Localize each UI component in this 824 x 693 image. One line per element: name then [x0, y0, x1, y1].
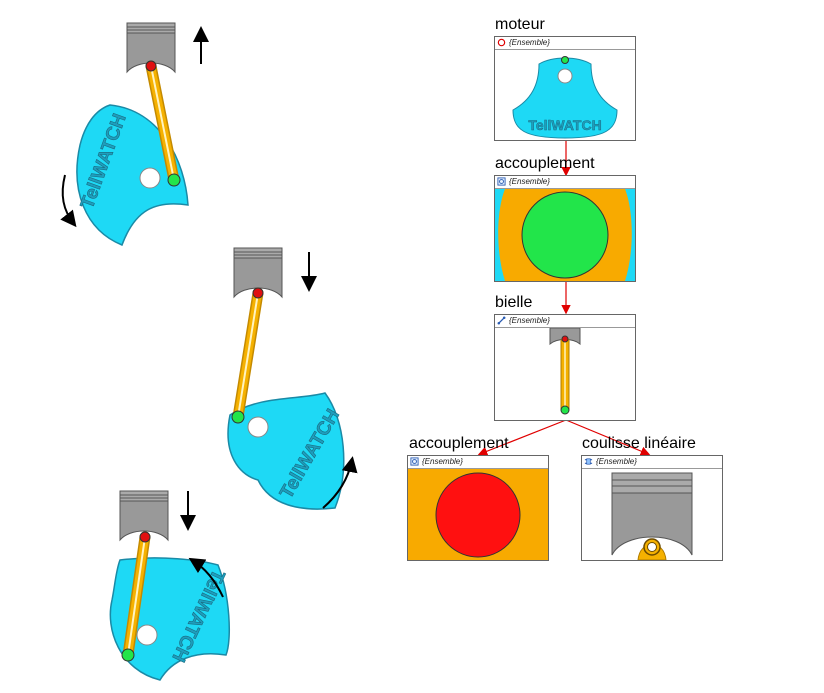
mechanism-3: TellWATCH [109, 490, 230, 681]
linear-slide-icon [584, 458, 593, 465]
node-panel-accouplement-1[interactable]: {Ensemble} [494, 175, 636, 282]
node-panel-accouplement-2[interactable]: {Ensemble} [407, 455, 549, 561]
panel-tag: {Ensemble} [509, 316, 550, 325]
panel-toolbar: {Ensemble} [495, 315, 635, 328]
panel-toolbar: {Ensemble} [495, 37, 635, 50]
rotation-arrow-2 [322, 456, 358, 509]
connecting-rod-3 [121, 531, 151, 662]
rotation-arrow-3 [188, 557, 224, 598]
accouplement-2-preview [435, 472, 521, 558]
piston-3 [119, 490, 169, 542]
node-title-bielle: bielle [495, 294, 533, 311]
shaft-hole-1 [139, 167, 161, 189]
connecting-rod-icon [497, 316, 506, 325]
moteur-preview: TellWATCH [512, 56, 618, 139]
panel-tag: {Ensemble} [422, 457, 463, 466]
bielle-preview [549, 327, 581, 415]
coulisse-preview [611, 472, 693, 560]
piston-2 [233, 247, 283, 299]
panel-toolbar: {Ensemble} [408, 456, 548, 469]
edge-bielle-accouplement [477, 419, 567, 456]
diagram-edges [477, 140, 651, 456]
rotation-arrow-1 [60, 174, 77, 228]
connecting-rod-1 [145, 60, 181, 187]
node-panel-moteur[interactable]: {Ensemble} TellWATCH [494, 36, 636, 141]
panel-tag: {Ensemble} [509, 38, 550, 47]
node-panel-bielle[interactable]: {Ensemble} [494, 314, 636, 421]
shaft-hole-2 [247, 416, 269, 438]
coupling-icon [497, 177, 506, 186]
node-title-moteur: moteur [495, 16, 545, 33]
rotation-icon [497, 38, 506, 47]
brand-text-preview: TellWATCH [528, 117, 601, 133]
mechanism-1: TellWATCH [60, 22, 209, 246]
edge-bielle-coulisse [565, 419, 651, 456]
connecting-rod-2 [231, 287, 264, 424]
coupling-icon [410, 457, 419, 466]
accouplement-1-preview [495, 189, 635, 281]
mechanism-2: TellWATCH [227, 247, 358, 510]
node-title-coulisse: coulisse linéaire [582, 435, 696, 452]
panel-toolbar: {Ensemble} [582, 456, 722, 469]
panel-tag: {Ensemble} [509, 177, 550, 186]
node-panel-coulisse[interactable]: {Ensemble} [581, 455, 723, 561]
piston-1 [126, 22, 176, 74]
panel-toolbar: {Ensemble} [495, 176, 635, 189]
node-title-accouplement-1: accouplement [495, 155, 595, 172]
panel-tag: {Ensemble} [596, 457, 637, 466]
node-title-accouplement-2: accouplement [409, 435, 509, 452]
shaft-hole-3 [136, 624, 158, 646]
